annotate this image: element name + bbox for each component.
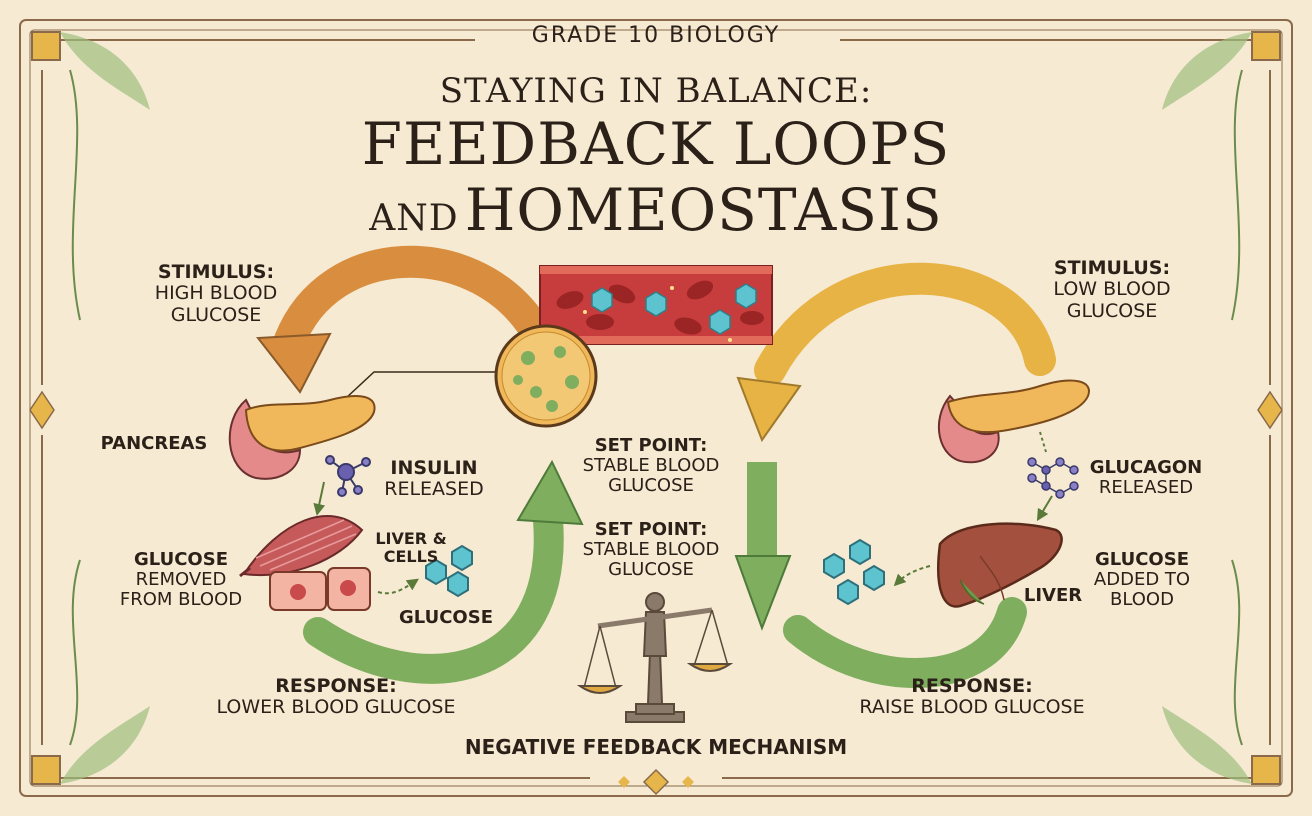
glucose-removed-line1: GLUCOSE xyxy=(134,549,228,570)
right-response-label: RESPONSE: RAISE BLOOD GLUCOSE xyxy=(822,675,1122,719)
glucose-added-label: GLUCOSE ADDED TO BLOOD xyxy=(1072,549,1212,611)
liver-cells-line2: CELLS xyxy=(383,546,439,566)
setpoint-1-heading: SET POINT: xyxy=(594,435,708,456)
glucose-removed-line2: REMOVED xyxy=(135,569,227,591)
liver-cells-label: LIVER & CELLS xyxy=(356,530,466,566)
left-response-text: LOWER BLOOD GLUCOSE xyxy=(216,696,456,719)
liver-cells-line1: LIVER & xyxy=(375,529,447,548)
cells-glucose-arrow xyxy=(377,578,419,595)
right-stimulus-heading: STIMULUS: xyxy=(1053,257,1171,279)
right-response-heading: RESPONSE: xyxy=(911,675,1033,697)
pancreas-right-icon xyxy=(937,379,1090,464)
left-stimulus-line1: HIGH BLOOD xyxy=(154,282,278,305)
liver-label: LIVER xyxy=(1023,585,1083,606)
glucose-removed-label: GLUCOSE REMOVED FROM BLOOD xyxy=(106,549,256,611)
setpoint-label-1: SET POINT: STABLE BLOOD GLUCOSE xyxy=(566,435,736,497)
footer-caption: NEGATIVE FEEDBACK MECHANISM xyxy=(464,735,848,759)
ornamental-frame xyxy=(19,19,1293,797)
glucose-left-icon xyxy=(425,544,473,598)
setpoint-label-2: SET POINT: STABLE BLOOD GLUCOSE xyxy=(566,519,736,581)
pancreas-glucagon-arrow xyxy=(1039,431,1047,453)
glucagon-line2: RELEASED xyxy=(1098,477,1194,499)
left-bottom-arrow xyxy=(303,459,584,684)
right-response-text: RAISE BLOOD GLUCOSE xyxy=(859,696,1085,719)
liver-icon xyxy=(936,522,1063,608)
left-stimulus-heading: STIMULUS: xyxy=(157,261,275,283)
title-line-3: AND HOMEOSTASIS xyxy=(306,178,1006,243)
glucose-added-line2: ADDED TO xyxy=(1093,569,1191,591)
right-stimulus-label: STIMULUS: LOW BLOOD GLUCOSE xyxy=(1012,257,1212,322)
pancreas-closeup xyxy=(345,324,598,428)
glucose-right-icon xyxy=(823,538,885,606)
right-bottom-arrow xyxy=(734,462,1027,688)
left-stimulus-label: STIMULUS: HIGH BLOOD GLUCOSE xyxy=(116,261,316,326)
glucose-added-line1: GLUCOSE xyxy=(1095,549,1189,570)
title-and: AND xyxy=(369,198,459,239)
cells-icon xyxy=(269,567,371,611)
title-line-2: FEEDBACK LOOPS xyxy=(361,110,951,178)
kicker-title: GRADE 10 BIOLOGY xyxy=(531,23,781,48)
blood-vessel xyxy=(539,265,773,345)
right-top-arrow xyxy=(736,262,1056,443)
insulin-molecule-icon xyxy=(325,455,371,497)
title-homeostasis: HOMEOSTASIS xyxy=(464,176,943,244)
balance-scale-icon xyxy=(576,592,734,723)
glucose-removed-line3: FROM BLOOD xyxy=(119,589,243,611)
insulin-line1: INSULIN xyxy=(390,457,478,479)
insulin-label: INSULIN RELEASED xyxy=(364,457,504,501)
liver-glucose-arrow xyxy=(893,565,931,587)
pancreas-left-icon xyxy=(228,395,376,480)
glucose-left-label: GLUCOSE xyxy=(399,607,493,628)
setpoint-2-heading: SET POINT: xyxy=(594,519,708,540)
pancreas-label: PANCREAS xyxy=(100,433,208,454)
title-line-1: STAYING IN BALANCE: xyxy=(439,71,873,111)
glucagon-line1: GLUCAGON xyxy=(1089,457,1203,478)
glucagon-molecule-icon xyxy=(1027,457,1079,499)
glucose-added-line3: BLOOD xyxy=(1110,589,1174,611)
insulin-line2: RELEASED xyxy=(384,478,484,501)
glucagon-liver-arrow xyxy=(1036,495,1053,522)
left-top-arrow xyxy=(256,245,546,394)
insulin-arrow xyxy=(313,481,326,516)
setpoint-2-line1: STABLE BLOOD xyxy=(582,539,720,561)
left-stimulus-line2: GLUCOSE xyxy=(170,303,262,326)
glucagon-label: GLUCAGON RELEASED xyxy=(1076,457,1216,499)
setpoint-2-line2: GLUCOSE xyxy=(608,559,694,581)
left-response-heading: RESPONSE: xyxy=(275,675,397,697)
setpoint-1-line2: GLUCOSE xyxy=(608,475,694,497)
setpoint-1-line1: STABLE BLOOD xyxy=(582,455,720,477)
right-stimulus-line2: GLUCOSE xyxy=(1066,299,1158,322)
left-response-label: RESPONSE: LOWER BLOOD GLUCOSE xyxy=(176,675,496,719)
corner-ornaments xyxy=(29,31,1283,796)
right-stimulus-line1: LOW BLOOD xyxy=(1053,278,1171,301)
